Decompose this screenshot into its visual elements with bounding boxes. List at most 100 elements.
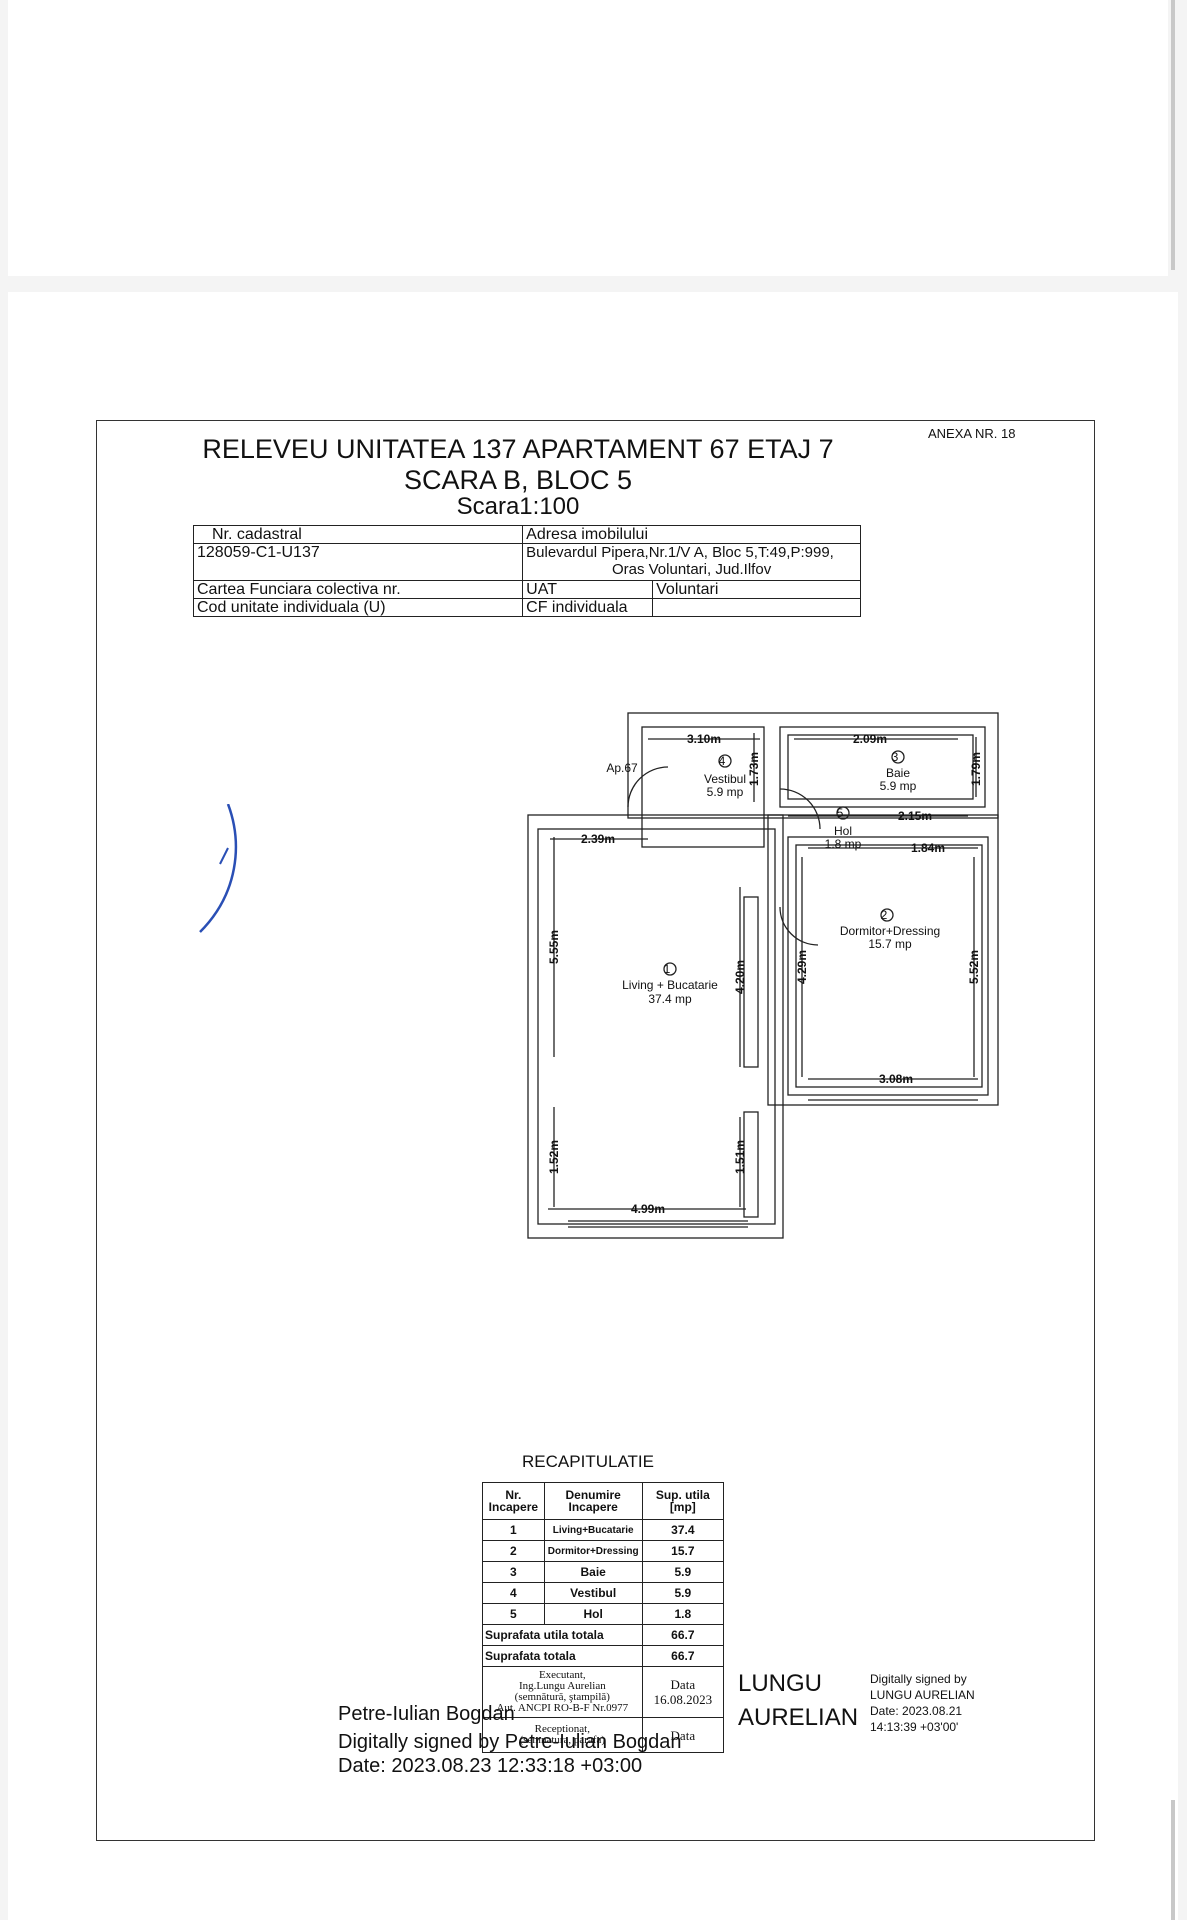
recap-cell: 15.7 bbox=[641, 1540, 725, 1562]
signature-lungu-name2: AURELIAN bbox=[738, 1704, 859, 1731]
signature-bogdan-date: Date: 2023.08.23 12:33:18 +03:00 bbox=[338, 1755, 643, 1777]
recap-cell: 5.9 bbox=[641, 1561, 725, 1583]
nr-cadastral-label: Nr. cadastral bbox=[192, 525, 524, 544]
apartment-label: Ap.67 bbox=[606, 761, 638, 775]
dim-living-top: 2.39m bbox=[581, 832, 615, 846]
signature-bogdan-name: Petre-Iulian Bogdan bbox=[338, 1703, 515, 1725]
recap-cell: 1.8 bbox=[641, 1603, 725, 1625]
cf-individuala-label: CF individuala bbox=[522, 598, 654, 617]
document-page: ANEXA NR. 18 RELEVEU UNITATEA 137 APARTA… bbox=[8, 292, 1178, 1920]
receptionat-sign: (semnatura, parafa) bbox=[519, 1734, 606, 1746]
room-dormitor-name: Dormitor+Dressing bbox=[840, 924, 940, 938]
signature-lungu-line1: Digitally signed by bbox=[870, 1672, 967, 1686]
dim-living-lower-right: 1.51m bbox=[733, 1140, 747, 1174]
cod-unitate-label: Cod unitate individuala (U) bbox=[192, 598, 524, 617]
executant-name: Ing.Lungu Aurelian bbox=[518, 1680, 606, 1692]
table-row: 5 Hol 1.8 bbox=[482, 1603, 725, 1625]
receptionat-label: Receptionat, bbox=[534, 1723, 590, 1735]
total-util-label: Suprafata utila totala bbox=[482, 1624, 643, 1646]
recap-cell: Baie bbox=[543, 1561, 643, 1583]
dim-baie-height: 1.79m bbox=[969, 752, 983, 786]
recap-cell: 2 bbox=[482, 1540, 545, 1562]
recap-cell: 5.9 bbox=[641, 1582, 725, 1604]
dim-dormitor-left: 4.29m bbox=[795, 950, 809, 984]
dim-living-lower-left: 1.52m bbox=[547, 1140, 561, 1174]
table-row: 3 Baie 5.9 bbox=[482, 1561, 725, 1583]
outer-wall bbox=[627, 712, 999, 819]
recap-cell: Dormitor+Dressing bbox=[543, 1540, 643, 1562]
drawing-frame bbox=[96, 420, 1095, 1841]
svg-text:3: 3 bbox=[892, 750, 899, 764]
room-baie-area: 5.9 mp bbox=[880, 779, 917, 793]
dim-living-bottom: 4.99m bbox=[631, 1202, 665, 1216]
signature-lungu-line3: Date: 2023.08.21 bbox=[870, 1704, 963, 1718]
dim-dormitor-right: 5.52m bbox=[967, 950, 981, 984]
scale-label: Scara1:100 bbox=[456, 493, 580, 520]
uat-label: UAT bbox=[522, 580, 654, 599]
nr-cadastral-value: 128059-C1-U137 bbox=[192, 543, 524, 581]
cf-colectiva-label: Cartea Funciara colectiva nr. bbox=[192, 580, 524, 599]
recap-cell: Vestibul bbox=[543, 1582, 643, 1604]
document-title: RELEVEU UNITATEA 137 APARTAMENT 67 ETAJ … bbox=[202, 434, 834, 464]
recap-header-sup: Sup. utila [mp] bbox=[641, 1482, 725, 1520]
dim-baie-width: 2.09m bbox=[853, 732, 887, 746]
floor-plan: 4 3 5 2 1 Ap.67 Vestibul 5.9 mp Baie 5.9… bbox=[527, 712, 999, 1239]
scrollbar-top[interactable] bbox=[1171, 0, 1175, 270]
executant-cell: Executant, Ing.Lungu Aurelian (semnătură… bbox=[482, 1666, 643, 1718]
recap-cell: 4 bbox=[482, 1582, 545, 1604]
signature-lungu-line2: LUNGU AURELIAN bbox=[870, 1688, 975, 1702]
room-vestibul-area: 5.9 mp bbox=[707, 785, 744, 799]
data-value: 16.08.2023 bbox=[653, 1692, 713, 1707]
signature-lungu-line4: 14:13:39 +03'00' bbox=[870, 1720, 959, 1734]
recap-title: RECAPITULATIE bbox=[522, 1452, 654, 1471]
receptionat-date-label: Data bbox=[641, 1717, 725, 1753]
dim-hol-right: 1.84m bbox=[911, 841, 945, 855]
recap-cell: 37.4 bbox=[641, 1519, 725, 1541]
svg-text:5: 5 bbox=[837, 806, 844, 820]
dim-living-left: 5.55m bbox=[547, 930, 561, 964]
dim-vestibul-width: 3.10m bbox=[687, 732, 721, 746]
room-baie-name: Baie bbox=[886, 766, 910, 780]
executant-label: Executant, bbox=[538, 1669, 586, 1681]
recap-cell: 1 bbox=[482, 1519, 545, 1541]
signature-bogdan-line: Digitally signed by Petre-Iulian Bogdan bbox=[338, 1731, 682, 1753]
recap-header-denumire: Denumire Incapere bbox=[543, 1482, 643, 1520]
recap-cell: Hol bbox=[543, 1603, 643, 1625]
adresa-label: Adresa imobilului bbox=[522, 525, 861, 544]
table-row: 1 Living+Bucatarie 37.4 bbox=[482, 1519, 725, 1541]
room-dormitor-area: 15.7 mp bbox=[868, 937, 912, 951]
dim-vestibul-height: 1.73m bbox=[747, 752, 761, 786]
dim-living-right: 4.20m bbox=[733, 960, 747, 994]
uat-value: Voluntari bbox=[652, 580, 861, 599]
recap-cell: 5 bbox=[482, 1603, 545, 1625]
receptionat-cell: Receptionat, (semnatura, parafa) bbox=[482, 1717, 643, 1753]
data-label: Data bbox=[670, 1677, 696, 1692]
recap-header-nr: Nr. Incapere bbox=[482, 1482, 545, 1520]
dim-baie-bottom: 2.15m bbox=[898, 809, 932, 823]
executant-auth: Aut. ANCPI RO-B-F Nr.0977 bbox=[496, 1702, 629, 1714]
room-living-area: 37.4 mp bbox=[648, 992, 692, 1006]
svg-text:2: 2 bbox=[881, 908, 888, 922]
svg-text:1: 1 bbox=[664, 962, 671, 976]
cadastral-info-table: Nr. cadastral Adresa imobilului 128059-C… bbox=[192, 525, 861, 617]
document-subtitle: SCARA B, BLOC 5 bbox=[403, 465, 633, 495]
room-hol-area: 1.8 mp bbox=[825, 837, 862, 851]
dim-dormitor-bottom: 3.08m bbox=[879, 1072, 913, 1086]
executant-sign: (semnătură, ştampilă) bbox=[514, 1691, 610, 1703]
recap-table: Nr. Incapere Denumire Incapere Sup. util… bbox=[482, 1482, 725, 1753]
blue-stamp-mark bbox=[199, 804, 238, 933]
previous-page bbox=[8, 0, 1168, 276]
table-row: 4 Vestibul 5.9 bbox=[482, 1582, 725, 1604]
adresa-line2: Oras Voluntari, Jud.Ilfov bbox=[611, 561, 772, 578]
total-label: Suprafata totala bbox=[482, 1645, 643, 1667]
executant-date-cell: Data 16.08.2023 bbox=[641, 1666, 725, 1718]
signature-lungu-name1: LUNGU bbox=[738, 1670, 823, 1697]
recap-cell: Living+Bucatarie bbox=[543, 1519, 643, 1541]
table-row: 2 Dormitor+Dressing 15.7 bbox=[482, 1540, 725, 1562]
cf-individuala-value bbox=[652, 598, 861, 617]
adresa-line1: Bulevardul Pipera,Nr.1/V A, Bloc 5,T:49,… bbox=[526, 544, 834, 561]
room-hol-name: Hol bbox=[834, 824, 852, 838]
total-util-value: 66.7 bbox=[641, 1624, 725, 1646]
scrollbar-bottom[interactable] bbox=[1171, 1800, 1175, 1920]
svg-text:4: 4 bbox=[719, 754, 726, 768]
